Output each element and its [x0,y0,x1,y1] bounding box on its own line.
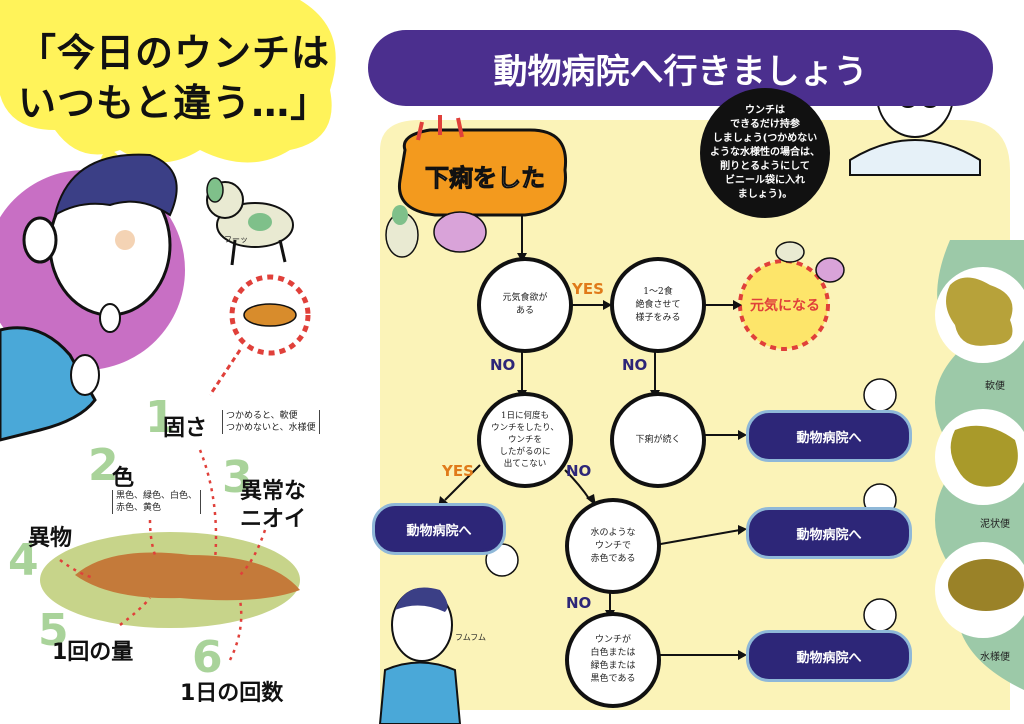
no-label: NO [622,356,648,374]
poop-closeup [243,303,297,327]
recovered-sun [738,259,830,351]
check-note-firmness: つかめると、軟便 つかめないと、水様便 [222,410,320,434]
man-mouth [99,303,121,333]
arrow-q5-vet [654,529,741,546]
man-cheek [115,230,135,250]
stool-label-muddy: 泥状便 [980,519,1010,530]
speech-bubble: ウンチは できるだけ持参 しましょう(つかめない ような水様性の場合は、 削りと… [700,88,830,218]
man-hair [53,153,178,218]
right-panel-art [378,47,1024,724]
left-panel-art [0,0,336,661]
vet-outcome: 動物病院へ [746,507,912,559]
stool-label-watery: 水様便 [980,652,1010,663]
node-diarrhea-continues: 下痢が続く [610,392,706,488]
node-appetite: 元気食欲が ある [477,257,573,353]
check-number-5: 5 [38,605,69,656]
start-label: 下痢をした [425,163,546,192]
left-title: 「今日のウンチは いつもと違う…」 [18,31,331,125]
poop-bag [70,354,100,396]
check-label-amount: 1回の量 [52,640,134,665]
vet-outcome: 動物病院へ [746,410,912,462]
dog-cat-start [385,205,487,258]
man-ear [22,216,58,264]
vet-outcome: 動物病院へ [372,503,506,555]
dog-illustration [206,177,294,266]
check-label-foreign-object: 異物 [28,526,73,551]
man-shirt [0,326,97,442]
check-label-color: 色 [112,466,135,491]
doctor-face [863,598,897,632]
big-stool [75,552,300,601]
check-number-2: 2 [88,440,119,491]
check-number-3: 3 [222,452,253,503]
yes-label: YES [572,280,604,298]
start-burst [397,115,568,217]
magnifier-pointer [208,349,242,396]
check-note-color: 黒色、緑色、白色、 赤色、黄色 [112,490,202,514]
check-number-4: 4 [8,535,39,586]
no-label: NO [566,462,592,480]
doctor-face [863,378,897,412]
recovered-label: 元気になる [750,298,820,314]
leader-line [148,519,157,556]
node-fasting: 1〜2食 絶食させて 様子をみる [610,257,706,353]
node-watery-red: 水のような ウンチで 赤色である [565,498,661,594]
node-frequent-stool: 1日に何度も ウンチをしたり、 ウンチを したがるのに 出てこない [477,392,573,488]
watery-stool-image [948,559,1024,611]
banner-title: 動物病院へ行きましょう [368,30,993,106]
check-label-odor: 異常な ニオイ [240,479,307,532]
leader-line [239,529,267,576]
check-label-frequency: 1日の回数 [180,681,284,706]
arrow-q3-vet [444,464,481,501]
no-label: NO [566,594,592,612]
thinking-sound-text: フムフム [455,633,487,642]
check-number-1: 1 [145,392,176,443]
no-label: NO [490,356,516,374]
leader-line [228,599,243,661]
dog-cat-recovered [775,241,845,283]
stool-label-soft: 軟便 [985,381,1005,392]
thinking-man [378,587,462,724]
dog-sound-text: フーッ [224,235,248,244]
vet-outcome: 動物病院へ [746,630,912,682]
soft-stool-image [946,277,1013,346]
check-number-6: 6 [192,632,223,683]
check-label-firmness: 固さ [163,416,208,441]
yes-label: YES [442,462,474,480]
thought-cloud [0,0,336,163]
node-abnormal-color: ウンチが 白色または 緑色または 黒色である [565,612,661,708]
muddy-stool-image [950,425,1018,487]
